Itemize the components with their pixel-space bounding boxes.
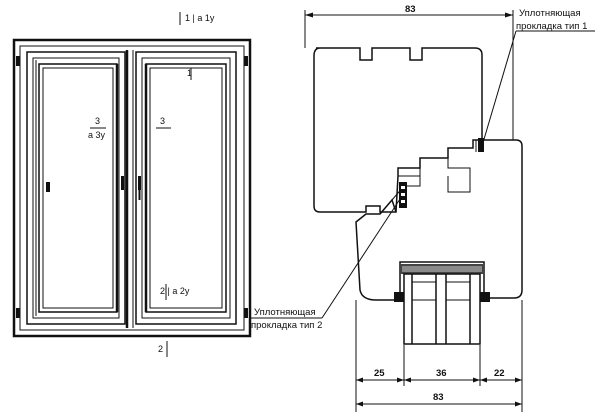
right-sash <box>135 51 237 325</box>
svg-text:прокладка тип 1: прокладка тип 1 <box>516 21 587 32</box>
dim-part-1: 25 <box>374 368 385 379</box>
window-outer-frame <box>12 38 252 338</box>
left-sash <box>26 51 126 325</box>
glazing-unit <box>394 264 490 345</box>
section-mark-left-sash-sub: а 3у <box>88 130 106 140</box>
svg-text:83: 83 <box>405 4 416 15</box>
seal-type-2-label: Уплотняющая прокладка тип 2 <box>251 195 403 331</box>
dim-part-2: 36 <box>436 368 447 379</box>
section-mark-bottom-outer: 2 <box>158 344 163 354</box>
frame-profile <box>313 47 483 213</box>
section-mark-left-sash: 3 <box>95 116 100 126</box>
dimension-top: 83 <box>304 4 514 140</box>
dimension-bottom: 83 <box>356 392 522 407</box>
section-mark-right-sash: 3 <box>160 116 165 126</box>
window-inner-frame-line <box>19 45 245 331</box>
svg-text:Уплотняющая: Уплотняющая <box>254 307 316 318</box>
seal-type-1-strip <box>475 138 484 152</box>
svg-text:Уплотняющая: Уплотняющая <box>519 8 581 19</box>
profile-section: 83 <box>251 4 595 412</box>
section-mark-sash-right-top: 1 <box>187 68 192 78</box>
seal-type-1-label: Уплотняющая прокладка тип 1 <box>481 8 595 147</box>
handle-icon <box>46 176 141 200</box>
sash-profile <box>355 139 523 301</box>
dim-part-3: 22 <box>494 368 505 379</box>
section-mark-top: 1 | а 1у <box>185 13 215 23</box>
window-elevation: 1 | а 1у 1 3 а 3у 3 2 | а 2у 2 <box>12 12 252 357</box>
svg-text:прокладка тип 2: прокладка тип 2 <box>251 320 322 331</box>
svg-text:83: 83 <box>433 392 444 403</box>
dimension-parts: 25 36 22 <box>355 300 523 412</box>
section-mark-bottom-inner: 2 | а 2у <box>160 286 190 296</box>
seal-type-2-strip <box>399 182 407 208</box>
